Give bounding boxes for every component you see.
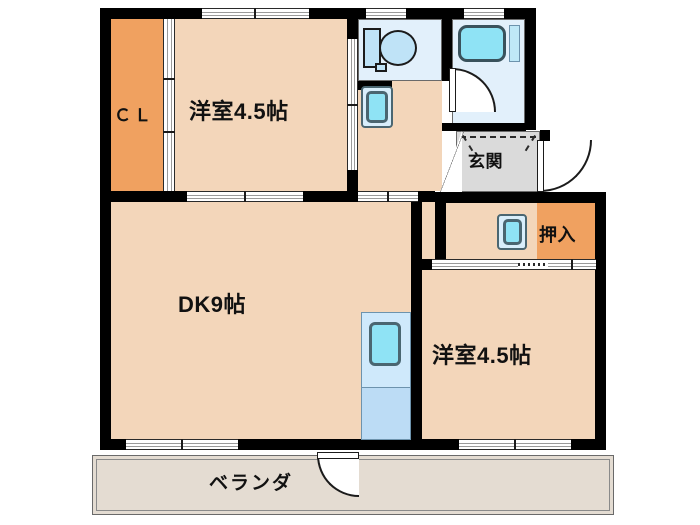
balcony-label: ベランダ [209, 473, 294, 494]
toilet-bowl-icon [379, 30, 417, 66]
corridor-area-2 [392, 81, 442, 93]
bedroom-right-balcony-window-mullion [514, 439, 516, 450]
entrance-door-leaf [537, 140, 544, 192]
dk-balcony-window-mullion [181, 439, 183, 450]
wall-bath-bottom [442, 123, 526, 131]
bathtub-apron-icon [509, 25, 520, 62]
hall-washbasin-bowl-icon [366, 91, 388, 123]
toilet-flush-handle-icon [375, 63, 387, 72]
closet-oshiire-area [537, 203, 595, 259]
bedroom-right-oshiire-door-mullion [571, 259, 573, 270]
toilet-window[interactable] [366, 8, 406, 19]
bathtub-icon [458, 25, 506, 62]
wall-entrance-bottom [446, 192, 606, 203]
bedroom-top-area [175, 19, 347, 191]
bedroom-top-label: 洋室4.5帖 [189, 99, 289, 124]
bedroom-top-window-mullion [254, 8, 256, 19]
wall-entrance-top [540, 130, 550, 141]
wall-right-upper [525, 8, 536, 130]
closet-cl-door-mullion-top [163, 78, 175, 80]
wall-dk-right-upper [411, 202, 422, 270]
bedroom-corridor-door-mullion [347, 104, 358, 106]
bedroom-right-label: 洋室4.5帖 [432, 343, 532, 368]
entrance-step-edge-line [440, 131, 464, 193]
closet-cl-area [111, 19, 163, 191]
entrance-shoe-cabinet-outline [460, 136, 536, 138]
bedroom-right-oshiire-door[interactable] [518, 259, 548, 270]
closet-cl-door-mullion-bottom [163, 131, 175, 133]
wall-bedroom-right-low [347, 170, 358, 191]
bedroom-right-corridor-sliding-door[interactable] [432, 259, 518, 270]
wall-toilet-bottom [358, 81, 392, 90]
bedroom-right-area [422, 270, 595, 439]
kitchen-sink-basin-icon [369, 322, 401, 366]
wall-bath-left [442, 19, 452, 81]
balcony-door-leaf [317, 452, 359, 459]
entrance-door-swing [540, 140, 592, 192]
dk-label: DK9帖 [178, 292, 247, 317]
corridor-washbasin-bowl-icon [503, 219, 522, 245]
dk-corridor-sliding-door-mullion [387, 191, 389, 202]
wall-right-lower [595, 192, 606, 450]
closet-oshiire-label: 押入 [539, 225, 576, 245]
bath-door-leaf [449, 68, 456, 112]
wall-corridor-lower-left [435, 192, 446, 270]
bath-window[interactable] [464, 8, 504, 19]
wall-bottom [100, 439, 606, 450]
closet-cl-sliding-door[interactable] [163, 19, 175, 191]
wall-dk-right [411, 270, 422, 440]
wall-bedroom-right [347, 19, 358, 39]
closet-cl-label: ＣＬ [114, 106, 154, 125]
dk-bedroom-sliding-door-mullion [244, 191, 246, 202]
wall-top [100, 8, 536, 19]
wall-left-outer [100, 8, 111, 450]
entrance-label: 玄関 [468, 152, 503, 171]
